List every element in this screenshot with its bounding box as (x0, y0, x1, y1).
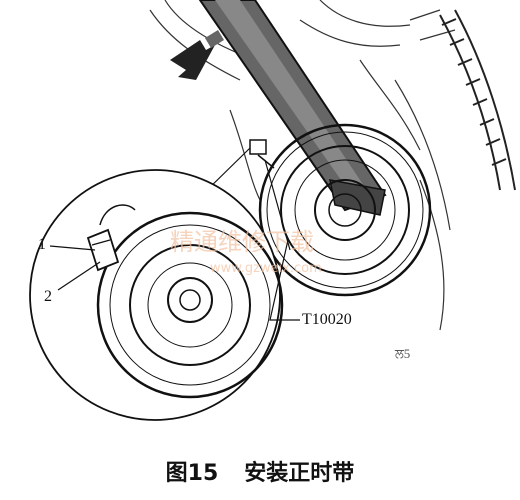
corner-mark: ਲ5 (395, 346, 411, 361)
engine-background-lines (149, 0, 456, 331)
detail-pulley (96, 204, 284, 399)
figure-caption: 图15 安装正时带 (0, 455, 520, 487)
clip-detail (249, 139, 275, 169)
callout-part-1: 1 (38, 236, 46, 253)
watermark-url: www.gzweix.com (210, 261, 322, 276)
watermark-text: 精通维修下载 (170, 228, 314, 256)
callout-part-2: 2 (44, 288, 52, 305)
technical-illustration: 精通维修下载 www.gzweix.com (29, 0, 516, 421)
figure-number: 图15 (165, 461, 219, 486)
timing-belt (439, 9, 516, 191)
callout-tool-label: T10020 (302, 311, 352, 328)
tensioner-pulley (258, 123, 432, 297)
figure-title: 安装正时带 (244, 461, 355, 486)
detail-clip (86, 228, 120, 272)
leader-lines (49, 239, 300, 321)
